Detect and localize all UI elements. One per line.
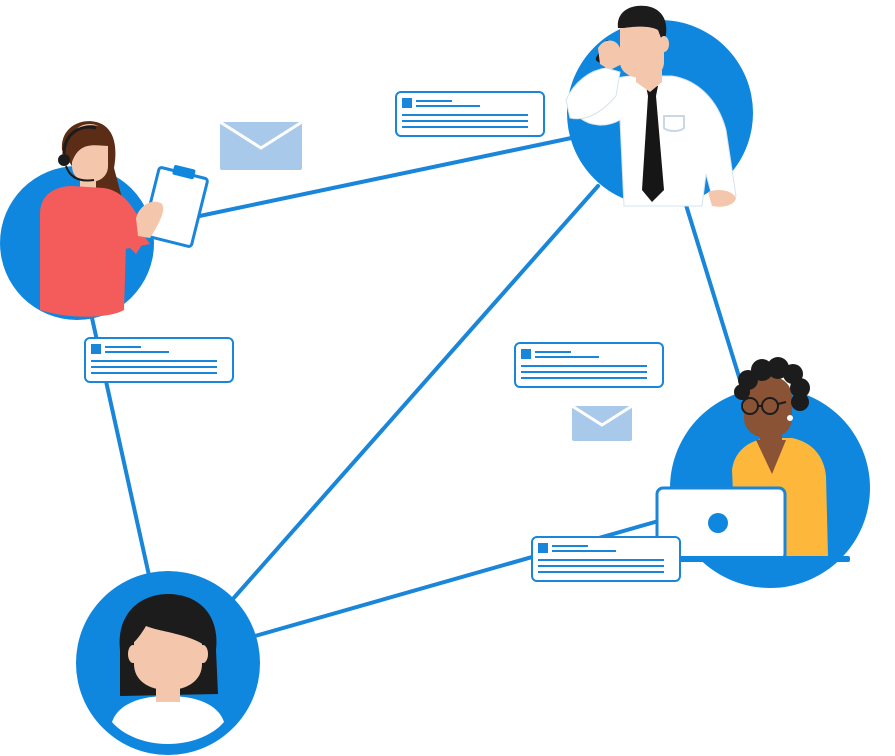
node-woman-profile xyxy=(76,571,260,755)
message-card-icon xyxy=(514,342,664,388)
phone-person-icon xyxy=(565,5,737,207)
message-card-icon xyxy=(395,91,545,137)
envelopes xyxy=(219,120,633,441)
headset-person-icon xyxy=(40,121,209,317)
laptop-person-icon xyxy=(650,357,850,562)
clipboard-icon xyxy=(141,165,209,248)
avatar-person-icon xyxy=(112,594,224,744)
edge-support-businessman xyxy=(188,130,602,220)
edge-businessman-laptop xyxy=(684,203,742,382)
node-support-agent xyxy=(0,121,209,320)
message-cards xyxy=(84,91,681,582)
message-card-icon xyxy=(531,536,681,582)
envelope-icon xyxy=(571,404,633,441)
node-businessman xyxy=(565,5,753,207)
message-card-icon xyxy=(84,337,234,383)
envelope-icon xyxy=(219,120,303,170)
edge-businessman-woman xyxy=(230,184,600,602)
laptop-icon xyxy=(650,486,850,562)
node-laptop-user xyxy=(650,357,870,588)
